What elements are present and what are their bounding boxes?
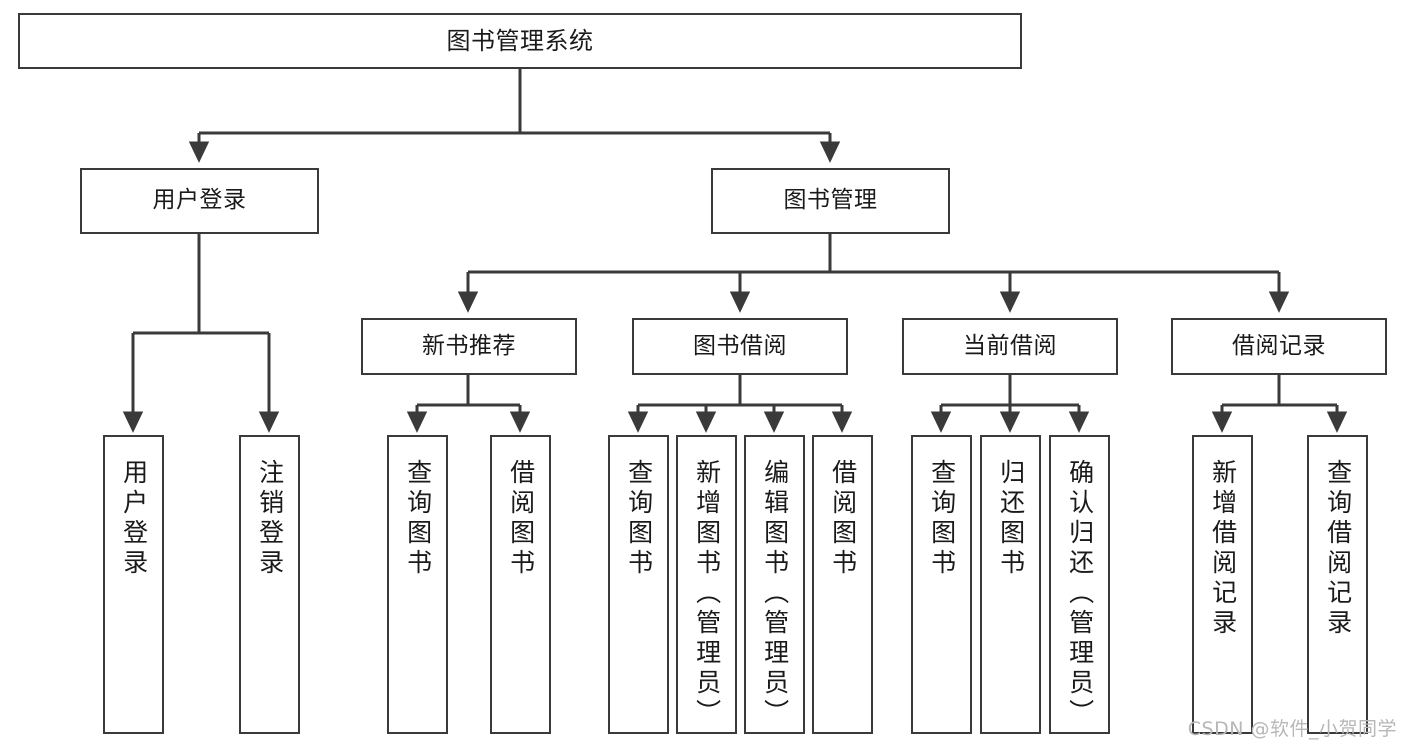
- node-current-borrow[interactable]: 当前借阅: [902, 318, 1118, 375]
- node-label: 编辑图书（管理员）: [760, 459, 790, 729]
- node-root-system[interactable]: 图书管理系统: [18, 13, 1022, 69]
- node-book-borrow[interactable]: 图书借阅: [632, 318, 848, 375]
- node-label: 图书借阅: [693, 332, 787, 359]
- leaf-user-login[interactable]: 用户登录: [103, 435, 164, 734]
- node-label: 借阅图书: [828, 459, 858, 579]
- leaf-borrow-book-2[interactable]: 借阅图书: [812, 435, 873, 734]
- node-label: 确认归还（管理员）: [1065, 459, 1095, 729]
- node-label: 注销登录: [255, 459, 285, 579]
- leaf-logout[interactable]: 注销登录: [239, 435, 300, 734]
- node-book-manage[interactable]: 图书管理: [711, 168, 950, 234]
- node-label: 用户登录: [119, 459, 149, 579]
- node-label: 借阅记录: [1232, 332, 1326, 359]
- node-label: 图书管理系统: [446, 26, 594, 55]
- node-new-book-rec[interactable]: 新书推荐: [361, 318, 577, 375]
- node-label: 查询图书: [927, 459, 957, 579]
- node-label: 归还图书: [996, 459, 1026, 579]
- leaf-return-book[interactable]: 归还图书: [980, 435, 1041, 734]
- leaf-borrow-book-1[interactable]: 借阅图书: [490, 435, 551, 734]
- leaf-query-book-2[interactable]: 查询图书: [608, 435, 669, 734]
- node-label: 查询借阅记录: [1323, 459, 1353, 639]
- leaf-edit-book[interactable]: 编辑图书（管理员）: [744, 435, 805, 734]
- node-label: 借阅图书: [506, 459, 536, 579]
- node-label: 查询图书: [624, 459, 654, 579]
- leaf-query-record[interactable]: 查询借阅记录: [1307, 435, 1368, 734]
- leaf-add-record[interactable]: 新增借阅记录: [1192, 435, 1253, 734]
- node-user-login[interactable]: 用户登录: [80, 168, 319, 234]
- node-label: 查询图书: [403, 459, 433, 579]
- node-label: 用户登录: [152, 187, 247, 214]
- node-borrow-record[interactable]: 借阅记录: [1171, 318, 1387, 375]
- node-label: 当前借阅: [963, 332, 1057, 359]
- node-label: 新增图书（管理员）: [692, 459, 722, 729]
- node-label: 新增借阅记录: [1208, 459, 1238, 639]
- leaf-add-book[interactable]: 新增图书（管理员）: [676, 435, 737, 734]
- node-label: 图书管理: [783, 187, 878, 214]
- node-label: 新书推荐: [422, 332, 516, 359]
- leaf-query-book-1[interactable]: 查询图书: [387, 435, 448, 734]
- leaf-query-book-3[interactable]: 查询图书: [911, 435, 972, 734]
- leaf-confirm-return[interactable]: 确认归还（管理员）: [1049, 435, 1110, 734]
